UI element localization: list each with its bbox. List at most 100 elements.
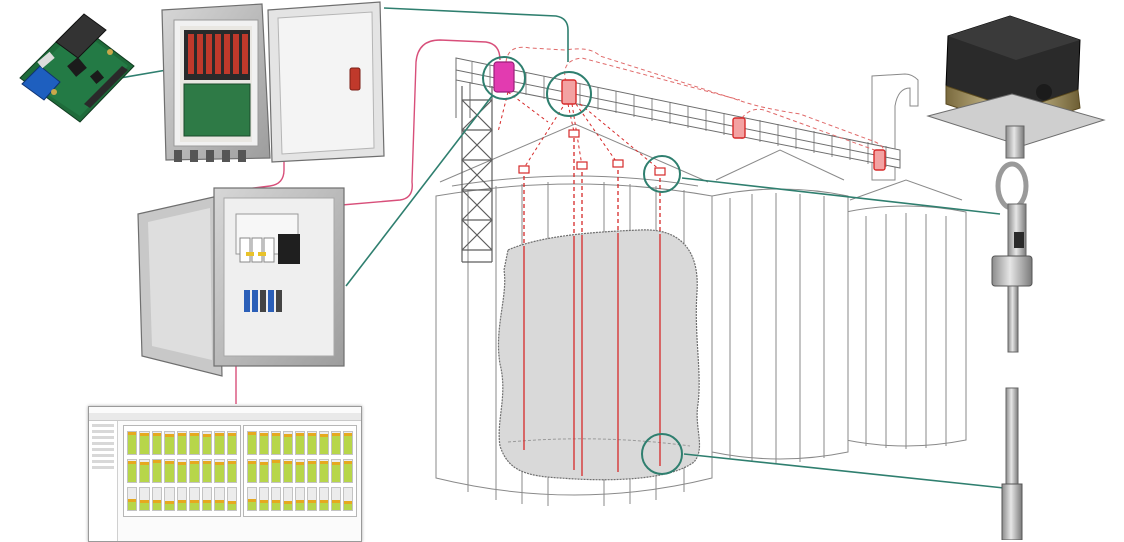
silo-level-bar[interactable] [283, 459, 293, 483]
sensor-cable-lower [1005, 387, 1019, 485]
toolbar[interactable] [89, 413, 361, 421]
silo-level-bar[interactable] [151, 487, 163, 511]
silo-level-bar[interactable] [164, 431, 175, 455]
silo-level-bar[interactable] [331, 431, 341, 455]
silo-level-bar[interactable] [176, 431, 188, 455]
temperature-marker [332, 432, 340, 436]
level-fill [227, 436, 236, 454]
silo-level-bar[interactable] [201, 431, 213, 455]
silo-level-bar[interactable] [127, 487, 138, 511]
sidebar[interactable] [89, 421, 118, 541]
silo-level-bar[interactable] [139, 487, 150, 511]
temperature-marker [332, 461, 340, 465]
mounting-plate [926, 93, 1106, 147]
silo-level-bar[interactable] [176, 459, 188, 483]
silo-level-bar[interactable] [201, 487, 213, 511]
temperature-marker [272, 499, 280, 503]
level-fill [284, 464, 292, 482]
temperature-marker [128, 460, 137, 464]
temperature-marker [152, 499, 162, 503]
silo-level-bar[interactable] [189, 459, 200, 483]
cable-bottom-highlight [641, 433, 683, 475]
silo-level-bar[interactable] [307, 487, 317, 511]
temperature-marker [308, 433, 316, 437]
silo-level-bar[interactable] [259, 459, 269, 483]
silo-level-bar[interactable] [247, 431, 257, 455]
silo-level-bar[interactable] [226, 459, 237, 483]
level-fill [227, 503, 236, 510]
silo-level-bar[interactable] [295, 487, 305, 511]
data-logger-module[interactable] [493, 61, 515, 93]
silo-level-bar[interactable] [164, 487, 175, 511]
silo-level-bar[interactable] [319, 487, 329, 511]
cable-sensor[interactable] [926, 15, 1106, 540]
level-fill [128, 435, 137, 454]
silo-level-bar[interactable] [151, 431, 163, 455]
silo-level-bar[interactable] [226, 487, 237, 511]
silo-level-bar[interactable] [271, 431, 281, 455]
level-fill [165, 436, 174, 454]
silo-level-bar[interactable] [214, 431, 225, 455]
silo-level-bar[interactable] [214, 459, 225, 483]
silo-level-bar[interactable] [127, 431, 138, 455]
silo-level-bar[interactable] [139, 459, 150, 483]
slave-module[interactable] [561, 79, 577, 105]
silo-level-bar[interactable] [319, 431, 329, 455]
microcontroller-board[interactable] [19, 13, 135, 123]
level-fill [296, 502, 304, 510]
silo-level-bar[interactable] [201, 459, 213, 483]
silo-level-bar[interactable] [259, 487, 269, 511]
level-fill [177, 502, 187, 510]
door-lock-handle[interactable] [349, 67, 361, 91]
silo-level-bar[interactable] [307, 431, 317, 455]
silo-level-bar[interactable] [307, 459, 317, 483]
silo-level-bar[interactable] [271, 487, 281, 511]
catwalk-modules [493, 61, 886, 171]
silo-middle [711, 149, 849, 463]
silo-level-bar[interactable] [164, 459, 175, 483]
level-fill [248, 435, 256, 454]
silo-level-bar[interactable] [176, 487, 188, 511]
temperature-marker [308, 460, 316, 464]
silo-level-bar[interactable] [319, 459, 329, 483]
level-fill [320, 464, 328, 482]
silo-level-bar[interactable] [331, 459, 341, 483]
silo-level-bar[interactable] [283, 487, 293, 511]
power-cabinet[interactable] [137, 187, 345, 377]
monitoring-software-window[interactable] [88, 406, 362, 542]
silo-level-bar[interactable] [189, 431, 200, 455]
temperature-marker [296, 499, 304, 503]
slave-module[interactable] [732, 117, 746, 139]
silo-level-bar[interactable] [259, 431, 269, 455]
silo-level-bar[interactable] [247, 459, 257, 483]
silo-level-bar[interactable] [295, 459, 305, 483]
silo-level-bar[interactable] [189, 487, 200, 511]
silo-level-bar[interactable] [283, 431, 293, 455]
level-fill [202, 503, 212, 510]
silo-level-bar[interactable] [343, 459, 353, 483]
silo-level-bar[interactable] [139, 431, 150, 455]
level-fill [272, 463, 280, 482]
silo-level-bar[interactable] [295, 431, 305, 455]
silo-level-bar[interactable] [331, 487, 341, 511]
silo-level-bar[interactable] [214, 487, 225, 511]
silo-level-bar[interactable] [271, 459, 281, 483]
temperature-marker [128, 499, 137, 503]
temperature-marker [202, 461, 212, 465]
level-fill [202, 437, 212, 454]
silo-level-bar[interactable] [127, 459, 138, 483]
silo-level-bar[interactable] [151, 459, 163, 483]
support-tower [461, 86, 493, 263]
silo-far [845, 73, 967, 449]
silo-level-bar[interactable] [247, 487, 257, 511]
slave-module[interactable] [873, 149, 886, 171]
silo-level-bar[interactable] [226, 431, 237, 455]
anchor-highlight [643, 155, 681, 193]
silo-level-bar[interactable] [343, 431, 353, 455]
silo-level-bar[interactable] [343, 487, 353, 511]
level-fill [190, 463, 199, 482]
temperature-marker [215, 432, 224, 436]
junction-box[interactable] [161, 1, 385, 163]
level-fill [344, 463, 352, 482]
level-fill [140, 464, 149, 482]
